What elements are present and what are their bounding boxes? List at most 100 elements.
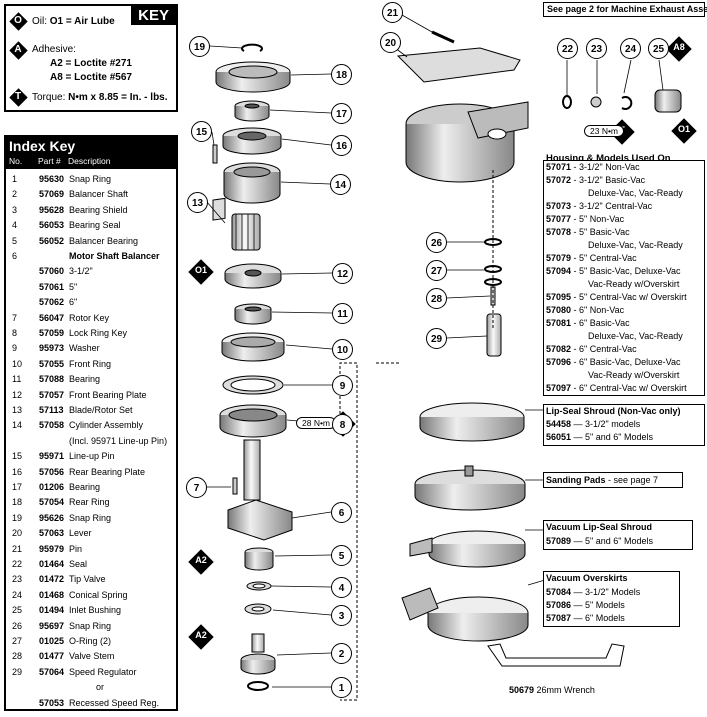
row-part: 57069 [39, 189, 65, 200]
housing-row: Deluxe-Vac, Vac-Ready [588, 188, 683, 198]
row-part: 57064 [39, 666, 65, 677]
row-part: 57056 [39, 466, 65, 477]
row-description: Speed Regulator [69, 666, 137, 677]
sanding-pads-box: Sanding Pads - see page 7 [543, 472, 683, 488]
row-description: Rear Bearing Plate [69, 466, 146, 477]
sanding-pads-title: Sanding Pads [546, 475, 606, 485]
callout-9: 9 [332, 375, 353, 396]
housing-row: 57080 - 6" Non-Vac [546, 305, 625, 315]
housing-title: Housing & Models Used On [546, 153, 671, 164]
row-description: Bearing Seal [69, 220, 121, 231]
callout-11: 11 [332, 303, 353, 324]
row-part: 95971 [39, 451, 65, 462]
row-description: Blade/Rotor Set [69, 405, 133, 415]
housing-row: 57096 - 6" Basic-Vac, Deluxe-Vac [546, 357, 681, 367]
row-description: Washer [69, 343, 100, 354]
row-number: 8 [12, 328, 18, 338]
housing-row: Vac-Ready w/Overskirt [588, 370, 680, 380]
oil-diamond-inlet: O1 [677, 124, 690, 134]
callout-15: 15 [191, 121, 212, 142]
row-number: 15 [12, 451, 23, 462]
row-description: Line-up Pin [69, 451, 115, 462]
exhaust-note: See page 2 for Machine Exhaust Assemblie… [543, 2, 707, 17]
row-description: Front Ring [69, 358, 112, 369]
row-part: 57113 [39, 405, 64, 415]
row-part: 95697 [39, 620, 65, 631]
row-number: 6 [12, 251, 18, 261]
row-number: 21 [12, 543, 23, 554]
vac-overskirt-box: Vacuum Overskirts 57084 — 3-1/2" Models … [543, 571, 680, 627]
adhesive-diamond-a8: A8 [673, 42, 685, 52]
table-row: 25 01494 Inlet Bushing [6, 604, 176, 616]
adhesive-label: Adhesive: [32, 44, 76, 55]
row-number: 2 [12, 189, 18, 200]
housing-row: 57078 - 5" Basic-Vac [546, 227, 630, 237]
vac-lip-box: Vacuum Lip-Seal Shroud 57089 — 5" and 6"… [543, 520, 693, 550]
row-part: 95973 [39, 343, 65, 354]
row-description: O-Ring (2) [69, 636, 112, 646]
row-description: Rotor Key [69, 312, 110, 323]
row-part: 01464 [39, 559, 65, 569]
row-number: 19 [12, 512, 23, 523]
oil-label: Oil: [32, 16, 47, 27]
row-part: 57059 [39, 328, 65, 338]
row-description: Inlet Bushing [69, 605, 122, 616]
row-number: 25 [12, 605, 23, 616]
adhesive-diamond-a2-upper: A2 [195, 555, 207, 565]
row-description: or [96, 682, 105, 693]
oil-diamond-o1: O1 [194, 265, 207, 275]
row-number: 1 [12, 174, 18, 184]
row-description: Cylinder Assembly [69, 420, 144, 431]
row-description: 5" [69, 281, 78, 292]
row-part: 57054 [39, 497, 65, 508]
row-part: 57060 [39, 266, 65, 277]
adhesive-a8: A8 = Loctite #567 [50, 72, 132, 83]
oil-value: O1 = Air Lube [49, 16, 115, 27]
torque-symbol-letter: T [14, 91, 22, 102]
row-part: 01494 [39, 605, 65, 616]
housing-row: Deluxe-Vac, Vac-Ready [588, 331, 683, 341]
row-number: 7 [12, 312, 18, 323]
row-number: 28 [12, 651, 23, 662]
row-number: 29 [12, 666, 23, 677]
row-number: 18 [12, 497, 23, 508]
callout-19: 19 [189, 36, 210, 57]
callout-17: 17 [331, 103, 352, 124]
row-number: 24 [12, 589, 23, 600]
row-part: 56047 [39, 312, 65, 323]
index-key-title: Index Key [9, 138, 76, 154]
callout-25: 25 [648, 38, 669, 59]
row-number: 22 [12, 559, 23, 569]
row-number: 17 [12, 482, 23, 492]
oil-symbol-letter: O [14, 15, 22, 26]
row-part: 95626 [39, 512, 65, 523]
callout-20: 20 [380, 32, 401, 53]
row-number: 14 [12, 420, 23, 431]
row-part: 57063 [39, 528, 65, 539]
callout-2: 2 [331, 643, 352, 664]
torque-value: N•m x 8.85 = In. - lbs. [68, 92, 168, 103]
row-description: Valve Stem [69, 651, 115, 662]
row-part: 57055 [39, 358, 65, 369]
row-description: Bearing Shield [69, 204, 128, 215]
vac-overskirt-title: Vacuum Overskirts [546, 573, 628, 583]
housing-row: 57077 - 5" Non-Vac [546, 214, 625, 224]
housing-row: 57079 - 5" Central-Vac [546, 253, 637, 263]
row-part: 56053 [39, 220, 65, 231]
